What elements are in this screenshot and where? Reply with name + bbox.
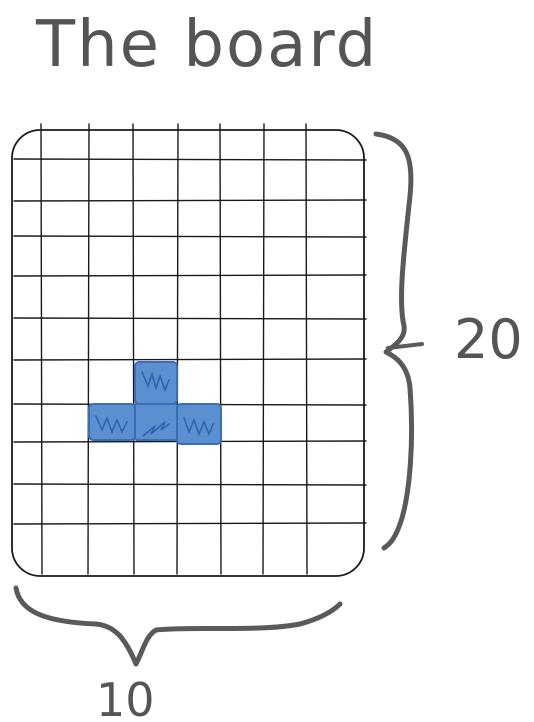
grid-horizontal-line <box>13 317 367 320</box>
grid-vertical-line <box>305 123 308 575</box>
grid-horizontal-line <box>13 358 367 361</box>
grid-vertical-line <box>40 123 43 575</box>
board-grid <box>13 123 367 575</box>
height-label: 20 <box>454 308 523 371</box>
grid-vertical-line <box>87 123 90 575</box>
title: The board <box>35 8 378 82</box>
grid-vertical-line <box>176 123 179 575</box>
grid-vertical-line <box>219 123 222 575</box>
t-piece-block-left <box>88 403 136 441</box>
grid-vertical-line <box>132 123 135 575</box>
height-brace <box>373 131 415 551</box>
grid-horizontal-line <box>13 235 367 238</box>
grid-horizontal-line <box>13 483 367 486</box>
t-piece-block-right <box>176 403 222 445</box>
grid-horizontal-line <box>13 158 367 161</box>
t-piece <box>88 361 222 445</box>
grid-horizontal-line <box>13 199 367 202</box>
board-frame <box>11 129 365 577</box>
grid-vertical-line <box>262 123 265 575</box>
grid-horizontal-line <box>13 522 367 525</box>
t-piece-block-center <box>134 403 178 441</box>
grid-horizontal-line <box>13 274 367 277</box>
width-brace <box>13 585 343 667</box>
t-piece-block-top <box>134 361 178 405</box>
width-label: 10 <box>96 673 155 722</box>
